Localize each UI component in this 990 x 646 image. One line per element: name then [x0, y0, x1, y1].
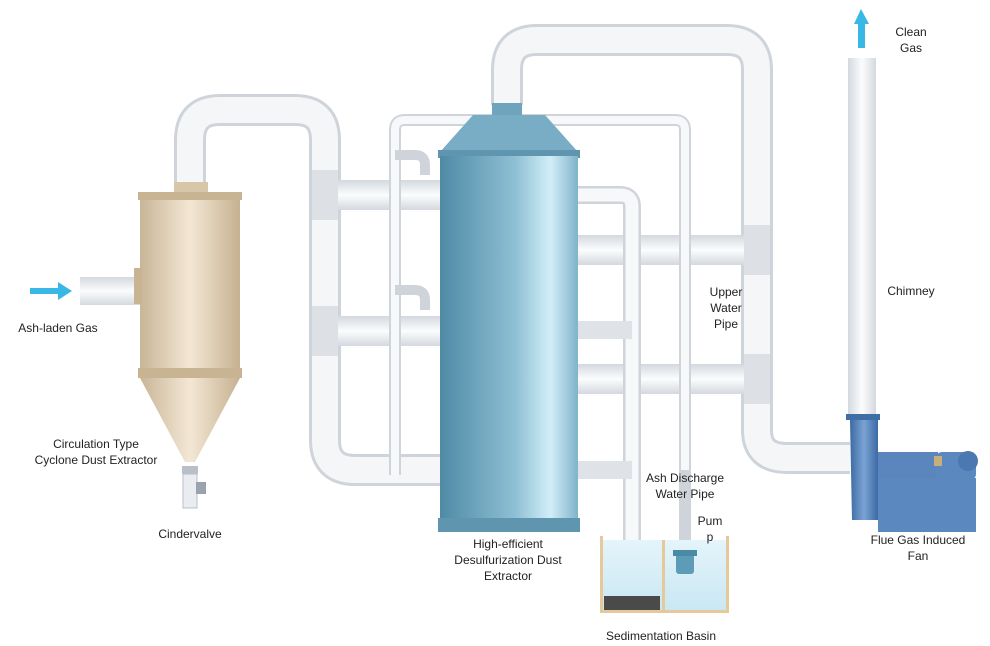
chimney: [848, 58, 876, 420]
arrow-up-icon: [854, 9, 869, 48]
ash-discharge-label: Ash Discharge Water Pipe: [645, 471, 725, 501]
ash-laden-gas-label: Ash-laden Gas: [18, 321, 98, 335]
cindervalve-label: Cindervalve: [158, 527, 222, 541]
cindervalve: [182, 466, 206, 509]
clean-gas-label: Clean Gas: [895, 25, 927, 55]
sedimentation-basin: [600, 536, 729, 613]
connector-pipes: [80, 170, 770, 404]
fan-label: Flue Gas Induced Fan: [870, 533, 966, 563]
chimney-label: Chimney: [887, 284, 935, 298]
arrow-right-icon: [30, 282, 72, 300]
cyclone-label: Circulation Type Cyclone Dust Extractor: [34, 437, 158, 467]
sedimentation-basin-label: Sedimentation Basin: [605, 629, 717, 643]
desulfurization-label: High-efficient Desulfurization Dust Extr…: [454, 537, 562, 583]
desulfurization-tower: [438, 103, 580, 532]
upper-water-pipe-label: Upper Water Pipe: [709, 285, 743, 331]
pump: [673, 550, 697, 574]
gas-pipes: [174, 24, 850, 486]
pump-label: Pum p: [697, 514, 723, 544]
cyclone-dust-extractor: [134, 182, 242, 462]
flue-gas-induced-fan: [846, 414, 978, 532]
